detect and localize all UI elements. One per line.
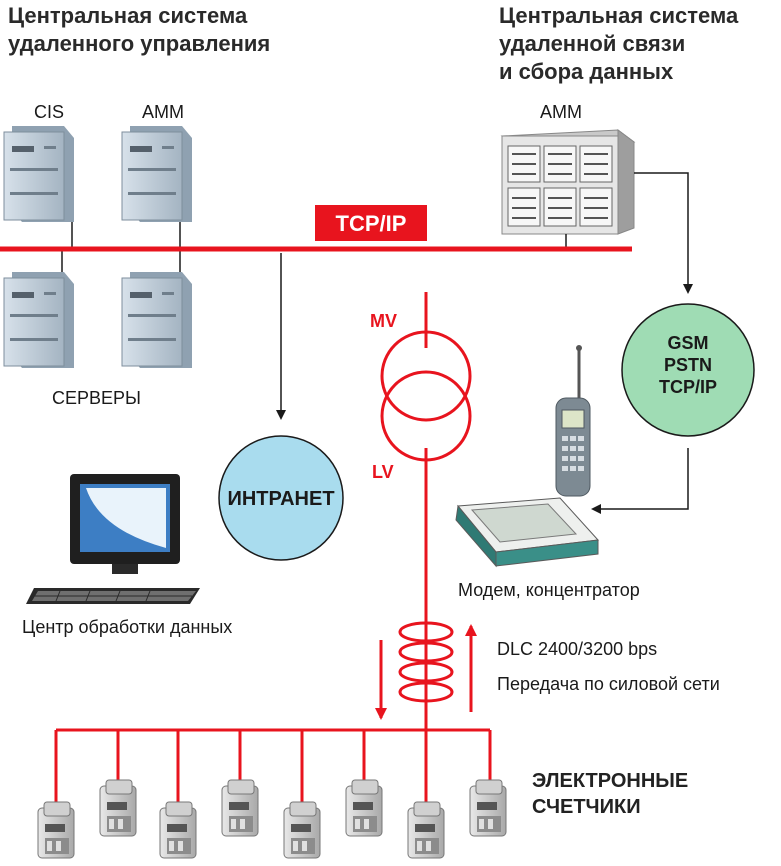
title-left-line2: удаленного управления (8, 31, 271, 56)
meter-icon (37, 801, 75, 859)
gsm-circle (621, 303, 755, 437)
title-right-line1: Центральная система (499, 3, 739, 28)
lv-label: LV (372, 462, 394, 482)
computer-icon (26, 474, 200, 604)
tcpip-bus-text: TCP/IP (336, 211, 407, 236)
server-icon-2 (121, 271, 193, 369)
cis-label: CIS (34, 102, 65, 122)
title-right-line2: удаленной связи (499, 31, 686, 56)
server-icon-1 (3, 271, 75, 369)
intranet-text: ИНТРАНЕТ (227, 488, 334, 510)
amm-server-icon (121, 125, 193, 223)
title-left-line1: Центральная система (8, 3, 248, 28)
phone-icon (555, 345, 591, 497)
data-center-label: Центр обработки данных (22, 617, 233, 637)
modem-icon (455, 497, 600, 568)
meter-icon (99, 779, 137, 837)
coil-icon (398, 621, 454, 703)
modem-label: Модем, концентратор (458, 580, 640, 600)
tcpip-bus-badge (315, 205, 427, 241)
meters-label-line1: ЭЛЕКТРОННЫЕ (532, 770, 689, 792)
plc-label: Передача по силовой сети (497, 674, 720, 694)
mv-label: MV (370, 311, 397, 331)
meter-icon (407, 801, 445, 859)
meter-icon (283, 801, 321, 859)
meter-icon (345, 779, 383, 837)
pstn-text: PSTN (664, 355, 712, 375)
intranet-circle (218, 435, 344, 561)
dlc-label: DLC 2400/3200 bps (497, 639, 658, 659)
meters-label-line2: СЧЕТЧИКИ (532, 796, 641, 818)
amm-rack-icon (500, 129, 636, 235)
amm-right-label: АММ (540, 102, 582, 122)
meter-icon (159, 801, 197, 859)
meter-icon (469, 779, 507, 837)
tcpip-circle-text: TCP/IP (659, 377, 717, 397)
gsm-text: GSM (667, 333, 708, 353)
servers-label: СЕРВЕРЫ (52, 388, 141, 408)
cis-server-icon (3, 125, 75, 223)
amm-left-label: АММ (142, 102, 184, 122)
meter-icon (221, 779, 259, 837)
title-right-line3: и сбора данных (499, 59, 674, 84)
